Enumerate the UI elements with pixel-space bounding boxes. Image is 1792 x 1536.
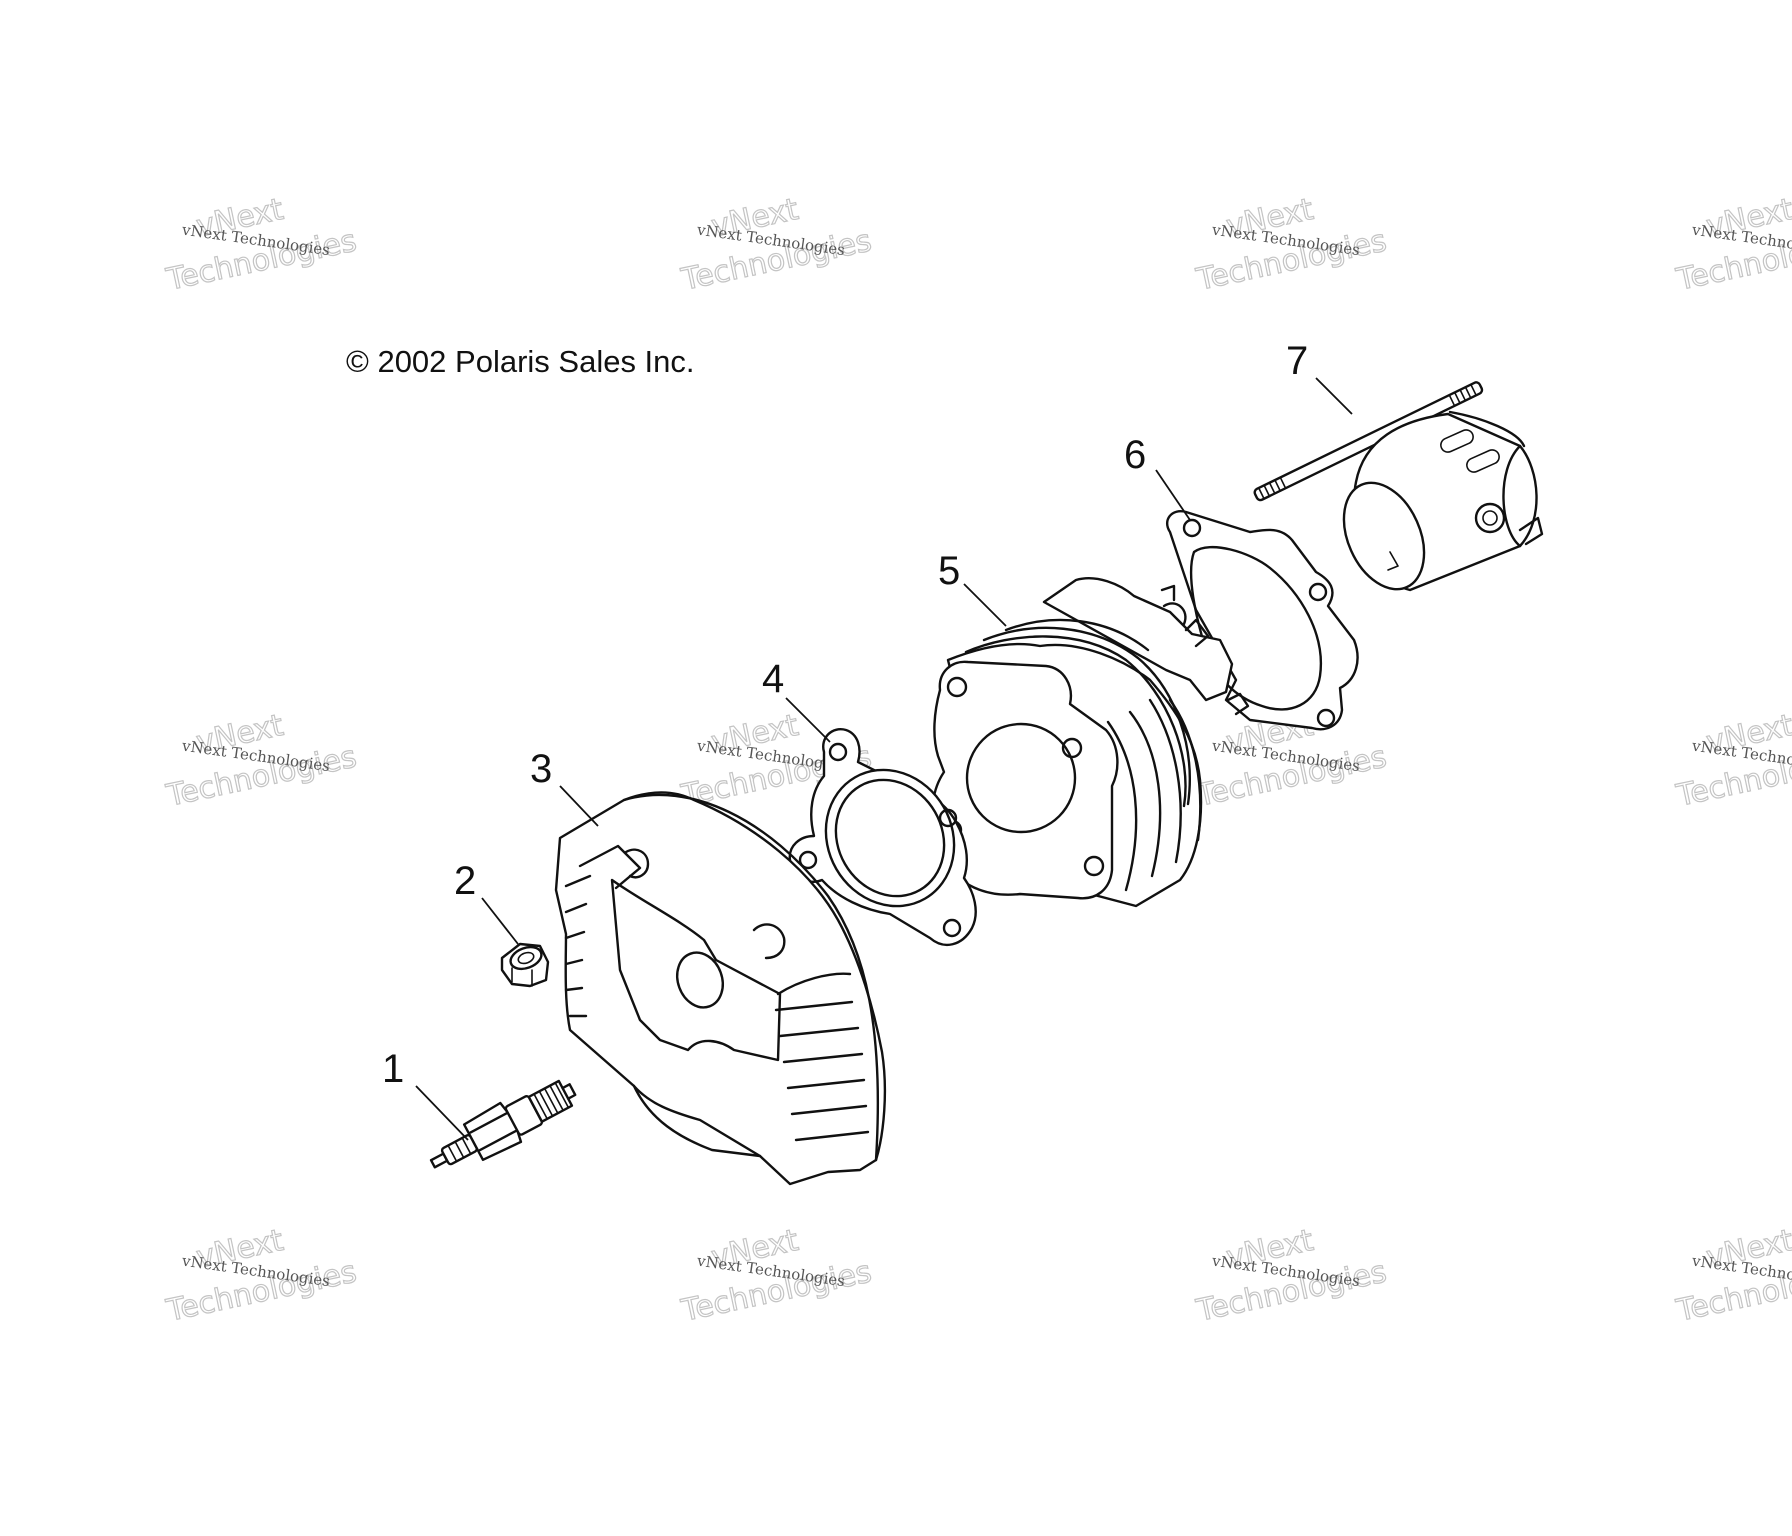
leader-1: [415, 1085, 469, 1141]
cylinder-part-5: [931, 577, 1250, 908]
leader-lines: [415, 377, 1353, 1141]
callout-2: 2: [454, 859, 476, 903]
copyright-text: © 2002 Polaris Sales Inc.: [346, 344, 695, 379]
callout-numbers: 1 2 3 4 5 6 7: [382, 339, 1308, 1091]
callout-3: 3: [530, 747, 552, 791]
piston: [1342, 410, 1544, 592]
leader-7: [1315, 377, 1353, 415]
base-gasket-part-6: [1165, 510, 1359, 731]
callout-5: 5: [938, 549, 960, 593]
leader-3: [559, 785, 599, 827]
leader-4: [785, 697, 831, 743]
cylinder-head-part-3: [554, 791, 887, 1186]
stud-part-7: [1253, 381, 1484, 502]
leader-2: [481, 897, 519, 945]
callout-7: 7: [1286, 339, 1308, 383]
callout-4: 4: [762, 657, 784, 701]
callout-1: 1: [382, 1047, 404, 1091]
nut-part-2: [500, 942, 550, 988]
head-gasket-part-4: [788, 728, 977, 947]
leader-6: [1155, 469, 1191, 521]
callout-6: 6: [1124, 433, 1146, 477]
spark-plug-part-1: [429, 1079, 577, 1169]
leader-5: [963, 583, 1007, 627]
